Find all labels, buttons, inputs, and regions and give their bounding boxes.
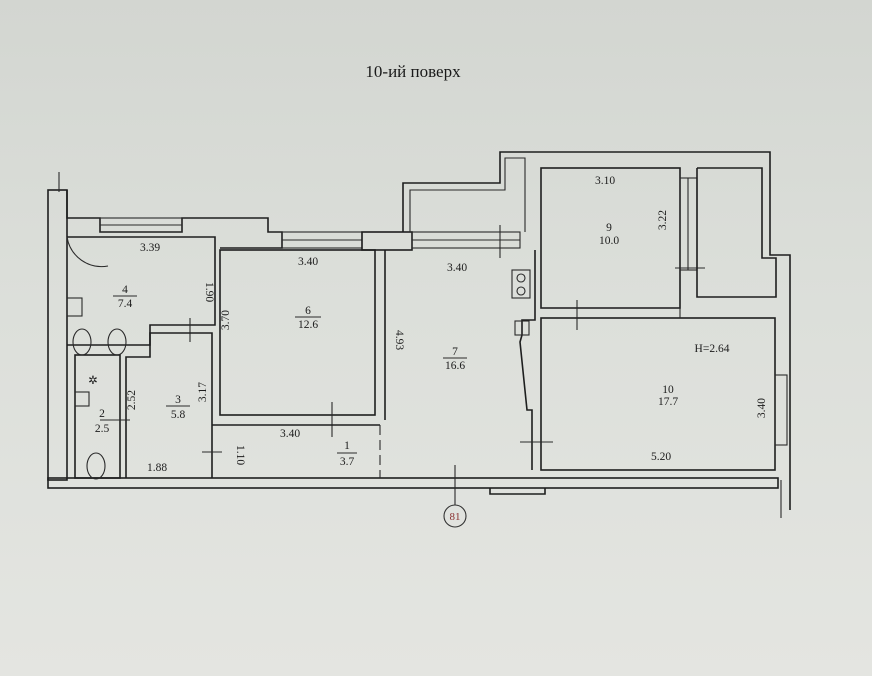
room-area: 7.4 <box>118 298 133 310</box>
dimension: 3.40 <box>298 256 318 268</box>
dimension: 3.17 <box>197 382 209 402</box>
room-area: 12.6 <box>298 319 318 331</box>
dimension: 2.52 <box>126 390 138 410</box>
room-number: 4 <box>122 284 128 296</box>
dimension: 3.10 <box>595 175 615 187</box>
ceiling-height: H=2.64 <box>695 343 730 355</box>
toilet-icon <box>86 452 106 480</box>
door-swing <box>66 236 109 268</box>
room-labels: 1 3.7 2 2.5 3 5.8 4 7.4 6 12.6 7 16.6 9 … <box>95 222 730 468</box>
washbasin-icon <box>74 391 90 407</box>
dimension-labels: 3.39 1.90 3.40 3.70 3.40 4.93 3.40 1.10 … <box>126 175 768 474</box>
sink-icon <box>514 320 530 336</box>
room-number: 2 <box>99 408 105 420</box>
shower-icon: ✲ <box>88 375 98 387</box>
wall-bottom <box>47 477 779 489</box>
room-area: 16.6 <box>445 360 465 372</box>
room-area: 10.0 <box>599 235 619 247</box>
bidet-icon <box>107 328 127 356</box>
axis-label: 81 <box>450 511 461 523</box>
washbasin-icon <box>66 297 83 317</box>
dimension: 3.40 <box>280 428 300 440</box>
dimension: 3.70 <box>220 310 232 330</box>
walls <box>47 151 791 518</box>
fixtures: ✲ <box>66 269 531 480</box>
room-6-outline <box>219 249 376 416</box>
dimension: 1.90 <box>203 282 215 302</box>
wall-left <box>47 189 68 481</box>
axis-marker: 81 <box>443 504 467 528</box>
toilet-icon <box>72 328 92 356</box>
dimension: 3.22 <box>657 210 669 230</box>
room-number: 10 <box>662 384 674 396</box>
room-number: 3 <box>175 394 181 406</box>
room-area: 17.7 <box>658 396 678 408</box>
room-area: 2.5 <box>95 423 110 435</box>
room-area: 5.8 <box>171 409 186 421</box>
room-10-outline <box>540 317 776 471</box>
room-number: 9 <box>606 222 612 234</box>
dimension: 3.39 <box>140 242 160 254</box>
dimension: 1.10 <box>234 445 246 465</box>
window-room10 <box>774 374 788 446</box>
room-2-outline <box>74 354 121 479</box>
dimension: 4.93 <box>393 330 405 350</box>
room-number: 7 <box>452 346 458 358</box>
dimension: 5.20 <box>651 451 671 463</box>
dimension: 1.88 <box>147 462 167 474</box>
dimension: 3.40 <box>447 262 467 274</box>
dimension: 3.40 <box>756 398 768 418</box>
room-area: 3.7 <box>340 456 355 468</box>
room-number: 1 <box>344 440 350 452</box>
room-number: 6 <box>305 305 311 317</box>
floor-title: 10-ий поверх <box>365 62 461 81</box>
stove-icon <box>511 269 531 299</box>
